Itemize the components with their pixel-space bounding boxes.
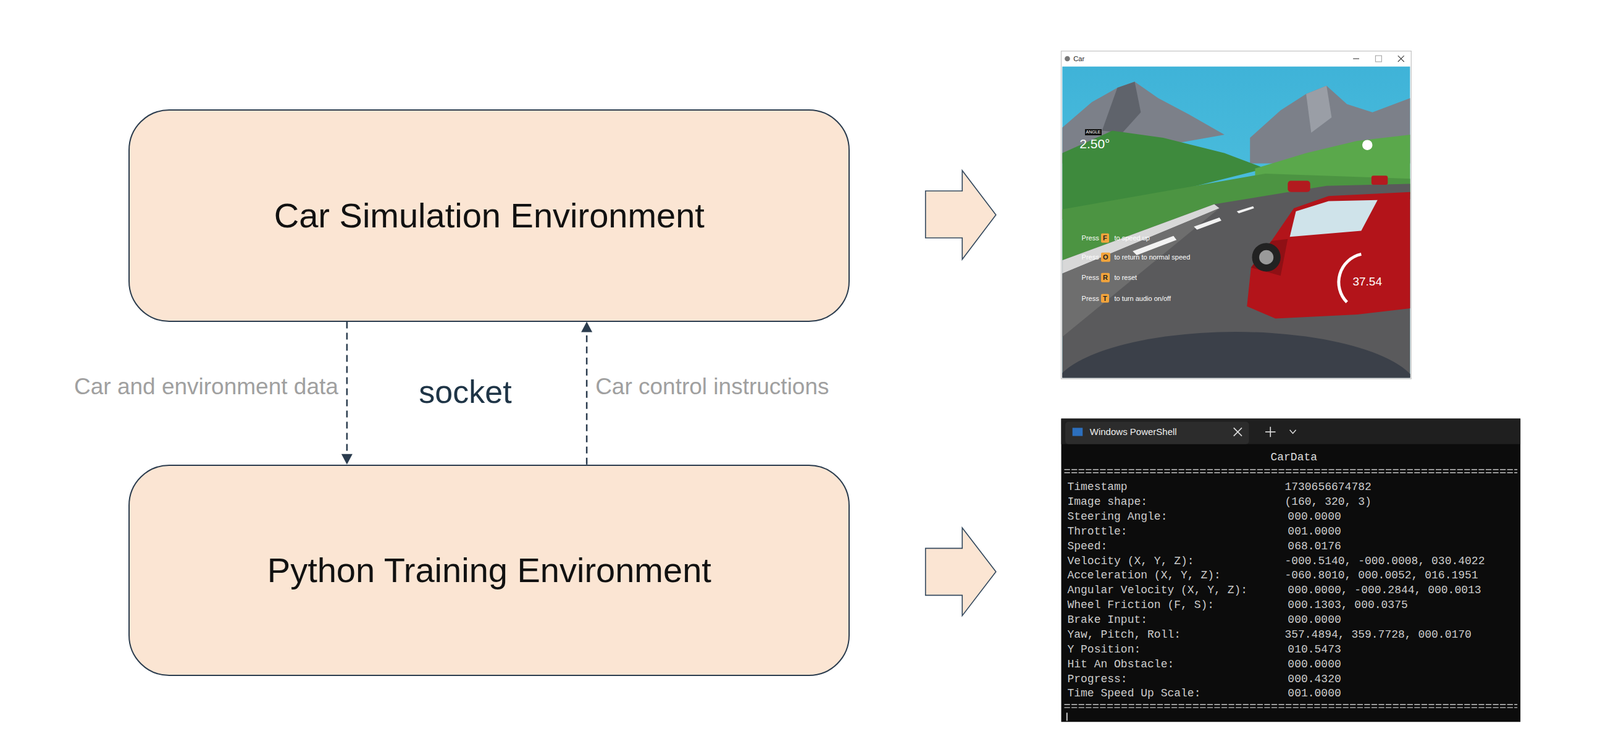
table-field: Velocity (X, Y, Z): <box>1067 553 1194 567</box>
dashed-arrow <box>581 321 593 465</box>
table-value: 000.4320 <box>1287 671 1341 685</box>
table-value: 000.1303, 000.0375 <box>1287 598 1408 612</box>
game-screenshot <box>1052 51 1420 455</box>
table-value: (160, 320, 3) <box>1284 495 1371 509</box>
hud-hint: to return to normal speed <box>1114 253 1190 262</box>
hud-hint: to speed up <box>1114 234 1150 243</box>
hud-hint: to turn audio on/off <box>1114 293 1171 302</box>
table-value: 1730656674782 <box>1284 480 1371 494</box>
table-field: Steering Angle: <box>1067 510 1168 524</box>
window-title: Car <box>1073 54 1085 63</box>
edge-label: Car control instructions <box>595 373 829 401</box>
table-value: 357.4894, 359.7728, 000.0170 <box>1284 628 1471 641</box>
key-cap: O <box>1101 252 1111 262</box>
arrow-head <box>341 453 353 465</box>
table-value: 010.5473 <box>1287 642 1341 656</box>
table-field: Throttle: <box>1067 524 1127 538</box>
hud-value: 2.50° <box>1079 136 1110 152</box>
box-label: Python Training Environment <box>267 549 712 590</box>
table-field: Time Speed Up Scale: <box>1067 686 1201 700</box>
center-label: socket <box>418 373 512 411</box>
table-value: 068.0176 <box>1287 539 1341 553</box>
table-value: 000.0000, -000.2844, 000.0013 <box>1287 583 1481 597</box>
hud-hint: Press <box>1081 273 1100 282</box>
table-value: 000.0000 <box>1287 613 1341 627</box>
process-box: Python Training Environment <box>128 464 850 676</box>
table-field: Brake Input: <box>1067 613 1148 627</box>
table-value: -060.8010, 000.0052, 016.1951 <box>1284 568 1478 582</box>
tab-title: Windows PowerShell <box>1089 426 1177 437</box>
block-arrow <box>925 170 997 260</box>
table-value: -000.5140, -000.0008, 030.4022 <box>1284 553 1485 567</box>
table-field: Yaw, Pitch, Roll: <box>1067 628 1181 641</box>
table-value: 000.0000 <box>1287 510 1341 524</box>
table-value: 000.0000 <box>1287 657 1341 671</box>
table-field: Progress: <box>1067 671 1127 685</box>
table-field: Hit An Obstacle: <box>1067 657 1174 671</box>
key-cap: F <box>1101 233 1110 243</box>
dashed-line <box>586 330 588 465</box>
hud-hint: Press <box>1081 234 1100 243</box>
table-field: Wheel Friction (F, S): <box>1067 598 1215 612</box>
table-field: Image shape: <box>1067 495 1148 509</box>
table-value: 001.0000 <box>1287 686 1341 700</box>
dashed-arrow <box>341 321 353 465</box>
edge-label: Car and environment data <box>74 373 339 401</box>
dashed-line <box>346 321 349 456</box>
table-value: 001.0000 <box>1287 524 1341 538</box>
hud-hint: Press <box>1081 293 1100 302</box>
key-cap: T <box>1101 293 1110 303</box>
table-field: Speed: <box>1067 539 1108 553</box>
table-field: Acceleration (X, Y, Z): <box>1067 568 1221 582</box>
key-cap: R <box>1101 272 1110 283</box>
box-label: Car Simulation Environment <box>274 195 705 236</box>
hud-tag: ANGLE <box>1084 129 1103 136</box>
terminal-screenshot <box>1061 418 1521 722</box>
table-field: Angular Velocity (X, Y, Z): <box>1067 583 1248 597</box>
block-arrow <box>925 527 997 616</box>
speed-readout: 37.54 <box>1352 274 1383 289</box>
hud-hint: Press <box>1081 253 1100 262</box>
hud-hint: to reset <box>1114 273 1137 282</box>
arrow-head <box>581 321 593 333</box>
table-heading: CarData <box>1270 450 1318 464</box>
table-field: Y Position: <box>1067 642 1141 656</box>
table-field: Timestamp <box>1067 480 1127 494</box>
process-box: Car Simulation Environment <box>128 109 850 322</box>
